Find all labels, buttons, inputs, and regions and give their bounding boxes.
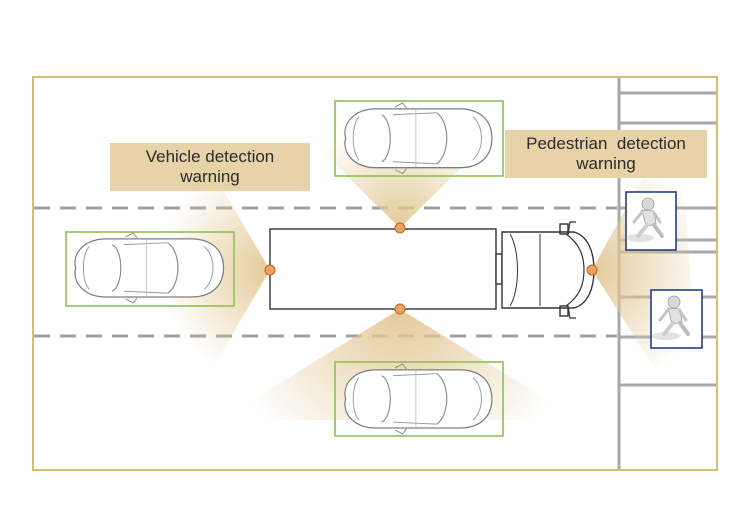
vehicle-detection-box-top [334,100,504,177]
vehicle-detection-warning-label: Vehicle detection warning [110,143,310,191]
car-top-view-icon [344,102,493,175]
pedestrian-detection-warning-label: Pedestrian detection warning [505,130,707,178]
car-top-view-icon [344,363,493,435]
vehicle-detection-box-bottom [334,361,504,437]
vehicle-label-line-2: warning [180,167,240,186]
lane-markings [34,206,617,338]
car-top-view-icon [74,232,225,304]
truck-top-view-icon [269,221,595,319]
pedestrian-label-line-1: Pedestrian detection [526,134,686,153]
vehicle-label-line-1: Vehicle detection [145,147,275,166]
vehicle-detection-box-left [65,231,235,307]
sensor-dot-icon [264,222,598,315]
pedestrian-label-line-2: warning [576,154,636,173]
